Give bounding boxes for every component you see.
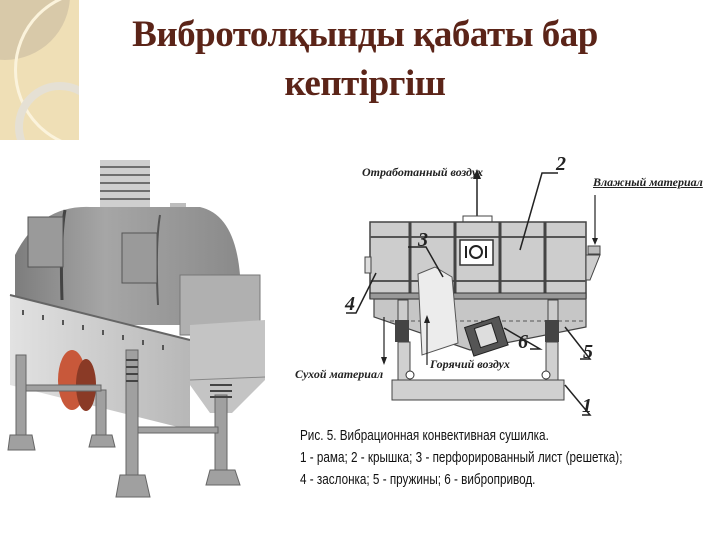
corner-ring-small bbox=[15, 82, 79, 140]
corner-arc-large bbox=[14, 0, 79, 140]
label-exhaust-air: Отработанный воздух bbox=[362, 165, 484, 179]
label-wet-material: Влажный материал bbox=[593, 175, 703, 189]
corner-decoration bbox=[0, 0, 79, 140]
caption-title: Рис. 5. Вибрационная конвективная сушилк… bbox=[300, 427, 549, 444]
schematic-drawing bbox=[346, 169, 601, 416]
caption-legend-line2: 4 - заслонка; 5 - пружины; 6 - виброприв… bbox=[300, 471, 536, 488]
part-number-1: 1 bbox=[582, 395, 592, 417]
dryer-render-illustration bbox=[7, 160, 266, 498]
slide-title-line1: Вибротолқынды қабаты бар bbox=[132, 14, 598, 55]
part-number-2: 2 bbox=[556, 153, 566, 175]
label-hot-air: Горячий воздух bbox=[430, 357, 510, 371]
part-number-3: 3 bbox=[418, 229, 428, 251]
part-number-4: 4 bbox=[345, 293, 355, 315]
part-number-5: 5 bbox=[583, 341, 593, 363]
dryer-schematic: Отработанный воздух Влажный материал Сух… bbox=[290, 145, 720, 420]
part-number-6: 6 bbox=[518, 331, 528, 353]
caption-legend-line1: 1 - рама; 2 - крышка; 3 - перфорированны… bbox=[300, 449, 623, 466]
figure-caption: Рис. 5. Вибрационная конвективная сушилк… bbox=[300, 425, 623, 491]
slide-title: Вибротолқынды қабаты бар кептіргіш bbox=[80, 10, 650, 108]
dryer-photo bbox=[0, 145, 290, 535]
slide-title-line2: кептіргіш bbox=[284, 63, 447, 104]
label-dry-material: Сухой материал bbox=[295, 367, 384, 381]
